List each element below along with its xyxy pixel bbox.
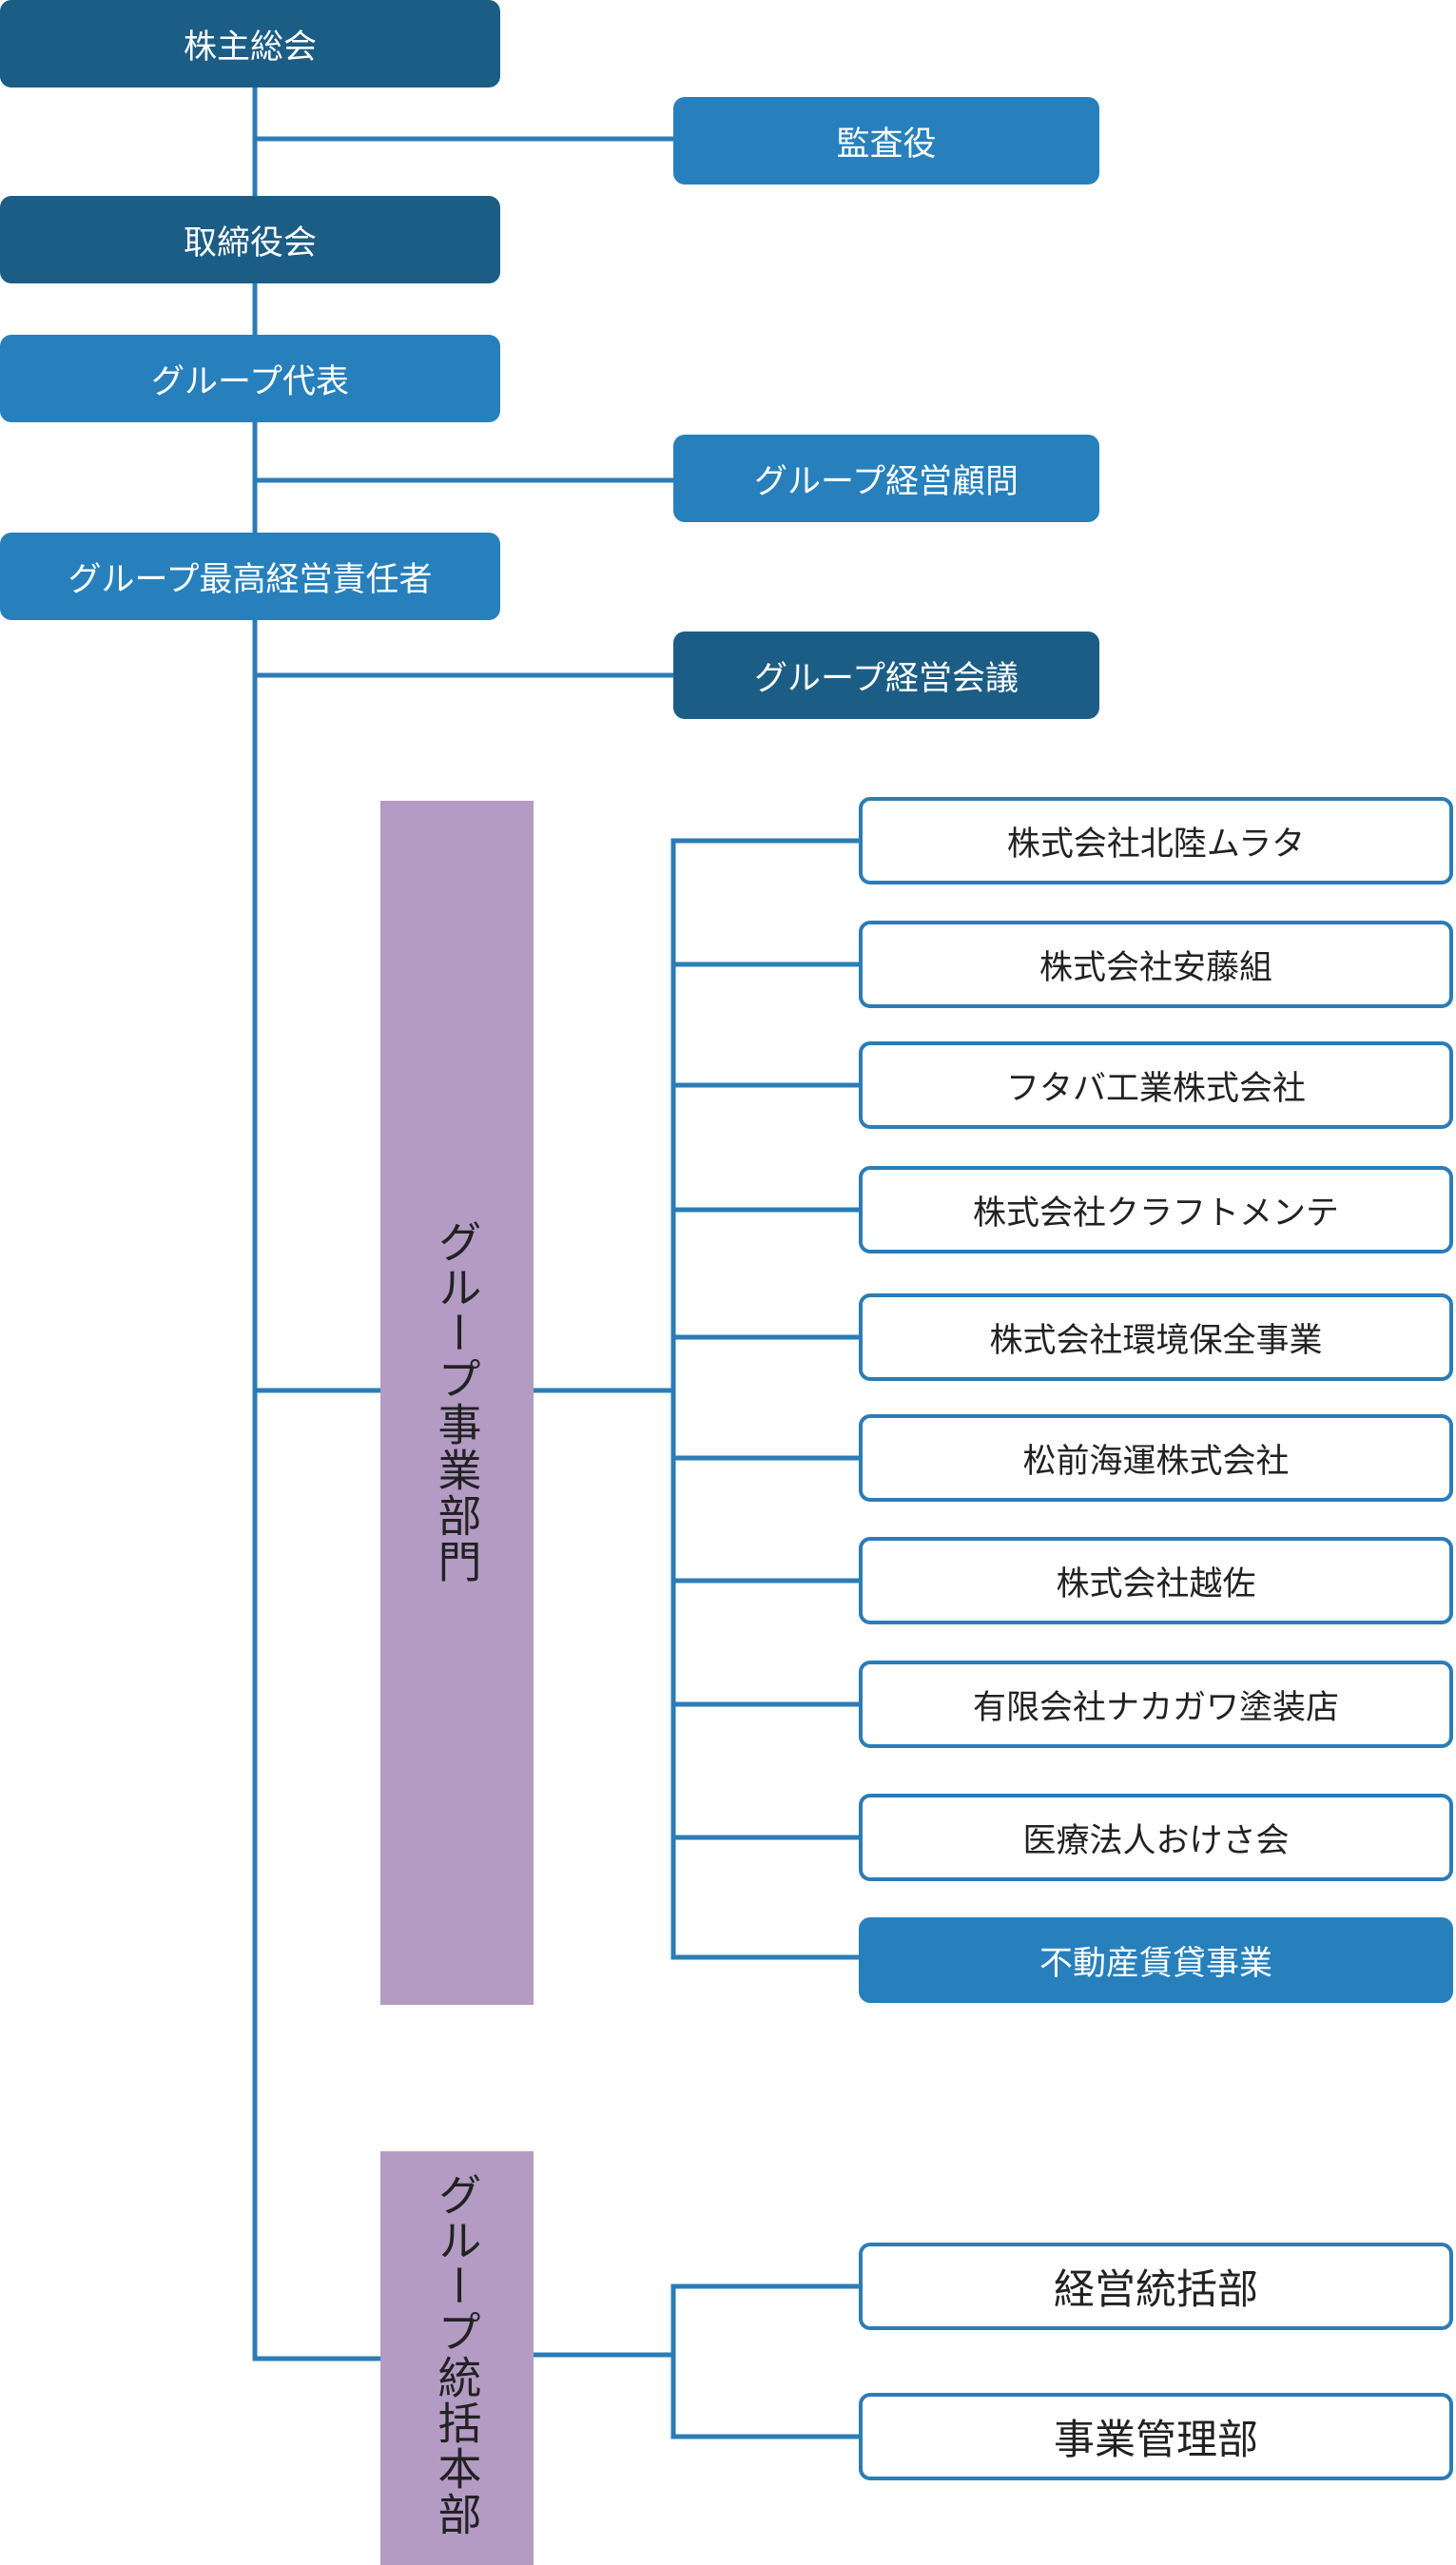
company-name: 株式会社北陸ムラタ [1006,825,1306,864]
headquarters-label: グループ統括本部 [431,2172,483,2537]
company-name: 株式会社環境保全事業 [989,1321,1323,1360]
group-advisor-box: グループ経営顧問 [673,435,1099,522]
shareholders-meeting-label: 株主総会 [183,28,317,67]
business-division-label: グループ事業部門 [431,1219,483,1584]
group-ceo-box: グループ最高経営責任者 [0,533,500,620]
group-ceo-label: グループ最高経営責任者 [68,560,433,599]
company-box: 株式会社環境保全事業 [859,1293,1453,1381]
company-box: フタバ工業株式会社 [859,1041,1453,1129]
company-name: 有限会社ナカガワ塗装店 [972,1688,1339,1727]
company-box: 有限会社ナカガワ塗装店 [859,1661,1453,1748]
company-box: 株式会社安藤組 [859,921,1453,1008]
company-name: 松前海運株式会社 [1022,1442,1290,1481]
auditor-label: 監査役 [836,125,937,164]
company-name: 株式会社安藤組 [1039,948,1272,987]
company-name: 株式会社クラフトメンテ [972,1194,1339,1233]
department-box: 事業管理部 [859,2393,1453,2480]
group-representative-box: グループ代表 [0,335,500,422]
department-name: 事業管理部 [1054,2417,1258,2464]
company-box: 株式会社北陸ムラタ [859,797,1453,884]
auditor-box: 監査役 [673,97,1099,185]
board-of-directors-box: 取締役会 [0,196,500,283]
department-name: 経営統括部 [1054,2266,1258,2314]
business-division-band: グループ事業部門 [380,801,534,2005]
group-management-council-label: グループ経営会議 [754,659,1019,698]
company-name: 不動産賃貸事業 [1039,1944,1272,1983]
company-name: 医療法人おけさ会 [1022,1821,1290,1860]
board-of-directors-label: 取締役会 [183,223,317,262]
group-management-council-box: グループ経営会議 [673,632,1099,719]
shareholders-meeting-box: 株主総会 [0,0,500,87]
company-name: フタバ工業株式会社 [1005,1069,1306,1108]
company-name: 株式会社越佐 [1056,1564,1256,1603]
department-box: 経営統括部 [859,2243,1453,2330]
company-box: 株式会社クラフトメンテ [859,1166,1453,1253]
company-box: 松前海運株式会社 [859,1414,1453,1502]
group-representative-label: グループ代表 [151,362,349,401]
real-estate-leasing-box: 不動産賃貸事業 [859,1917,1453,2003]
company-box: 医療法人おけさ会 [859,1794,1453,1881]
headquarters-band: グループ統括本部 [380,2151,534,2565]
company-box: 株式会社越佐 [859,1537,1453,1624]
group-advisor-label: グループ経営顧問 [754,462,1019,501]
